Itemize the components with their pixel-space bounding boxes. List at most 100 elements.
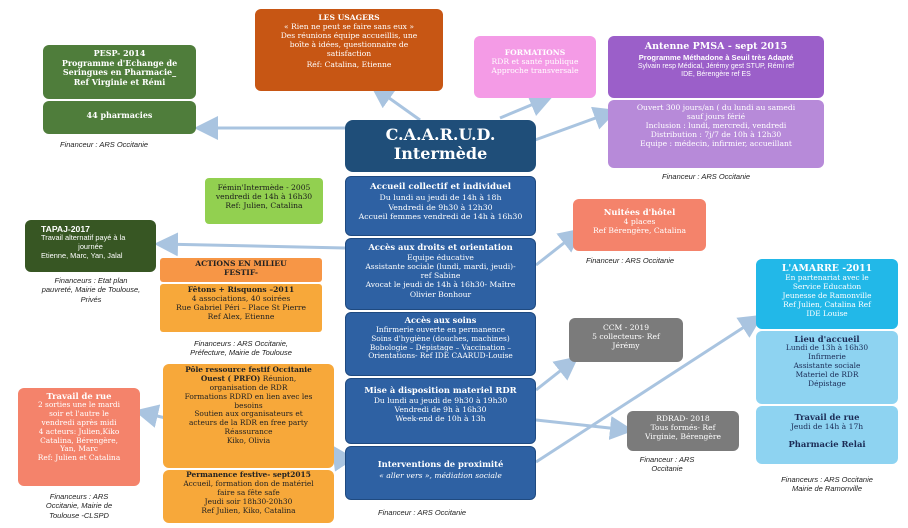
pole-line: Réassurance — [224, 427, 273, 437]
pmsa-detail: Equipe : médecin, infirmier, accueillant — [640, 139, 792, 149]
usagers-line: boîte à idées, questionnaire de — [289, 40, 409, 50]
tapaj-line: journée — [78, 242, 103, 252]
lieu-box: Lieu d'accueil Lundi de 13h à 16h30 Infi… — [756, 331, 898, 404]
nuitees-title: Nuitées d'hôtel — [603, 207, 676, 217]
pole-line: acteurs de la RDR en free party — [189, 418, 308, 428]
accueil-line: Vendredi de 9h30 à 12h30 — [388, 202, 493, 212]
rdrad-financeur-line: Financeur : ARS — [639, 455, 695, 464]
pesp-title-line: PESP- 2014 — [93, 48, 146, 58]
travail-rue-line: 2 sorties une le mardi — [37, 400, 121, 410]
droits-line: Equipe éducative — [407, 253, 474, 263]
caarud-box: C.A.A.R.U.D. Intermède — [345, 120, 536, 172]
travail-rue-line: soir et l'autre le — [49, 408, 109, 418]
femin-line: Ref: Julien, Catalina — [225, 201, 303, 211]
caarud-line1: C.A.A.R.U.D. — [385, 125, 496, 144]
pole-box: Pôle ressource festif Occitanie Ouest ( … — [163, 364, 334, 468]
lieu-line: Infirmerie — [808, 351, 846, 361]
tapaj-line: Travail alternatif payé à la — [41, 233, 126, 243]
amarre-line: En partenariat avec le — [785, 273, 869, 283]
nuitees-box: Nuitées d'hôtel 4 places Ref Bérengère, … — [573, 199, 706, 251]
arrow-to-tapaj — [154, 232, 346, 257]
droits-line: Olivier Bonhour — [409, 289, 472, 299]
accueil-box: Accueil collectif et individuel Du lundi… — [345, 176, 536, 236]
pole-line: besoins — [234, 400, 263, 410]
rue-amarre-line: Jeudi de 14h à 17h — [790, 422, 864, 432]
tapaj-line: Etienne, Marc, Yan, Jalal — [41, 251, 123, 261]
arrow-to-pole — [331, 445, 355, 472]
rdrad-line: RDRAD- 2018 — [656, 414, 710, 423]
soins-line: Orientations- Ref IDE CAARUD-Louise — [368, 351, 513, 361]
soins-box: Accès aux soins Infirmerie ouverte en pe… — [345, 312, 536, 376]
travail-rue-line: 4 acteurs: Julien,Kiko — [38, 426, 120, 436]
pole-line-rest: Réunion, — [262, 373, 297, 383]
pesp-title-box: PESP- 2014 Programme d'Echange de Sering… — [43, 45, 196, 99]
amarre-line: Jeunesse de Ramonville — [782, 291, 872, 301]
arrow-to-nuitees — [535, 228, 583, 267]
rdrad-box: RDRAD- 2018 Tous formés- Ref Virginie, B… — [627, 411, 739, 451]
pesp-title-line: Seringues en Pharmacie_ — [62, 67, 177, 78]
usagers-title: LES USAGERS — [318, 13, 380, 22]
rdrad-line: Tous formés- Ref — [650, 423, 716, 433]
permanence-box: Permanence festive- sept2015 Accueil, fo… — [163, 470, 334, 523]
pole-line: Formations RDRD en lien avec les — [184, 391, 313, 401]
formations-line: RDR et santé publique — [491, 57, 579, 67]
permanence-line: Accueil, formation don de matériel — [183, 478, 314, 488]
lieu-line: Dépistage — [808, 378, 846, 388]
pesp-financeur: Financeur : ARS Occitanie — [60, 140, 149, 149]
arrow-to-rdrad — [535, 416, 634, 440]
nuitees-line: Ref Bérengère, Catalina — [592, 226, 687, 236]
travail-rue-box: Travail de rue 2 sorties une le mardi so… — [18, 388, 140, 486]
formations-title: FORMATIONS — [504, 48, 566, 57]
lieu-line: Assistante sociale — [793, 360, 861, 370]
actions-box: Fêtons + Risquons –2011 4 associations, … — [160, 284, 322, 332]
pesp-count-box: 44 pharmacies — [43, 101, 196, 134]
materiel-line: Du lundi au jeudi de 9h30 à 19h30 — [373, 396, 508, 406]
pesp-ref: Ref Virginie et Rémi — [73, 76, 166, 87]
actions-financeur: Financeurs : ARS Occitanie, Préfecture, … — [160, 339, 322, 358]
proximite-title: Interventions de proximité — [377, 459, 504, 469]
rue-amarre-financeur: Financeurs : ARS Occitanie Mairie de Ram… — [756, 475, 898, 494]
nuitees-financeur: Financeur : ARS Occitanie — [586, 256, 675, 265]
accueil-line: Du lundi au jeudi de 14h à 18h — [379, 193, 502, 203]
ccm-box: CCM - 2019 5 collecteurs- Ref Jérémy — [569, 318, 683, 362]
pmsa-detail: Inclusion : lundi, mercredi, vendredi — [645, 121, 787, 131]
amarre-line: Service Education — [792, 282, 862, 292]
amarre-line: Ref Julien, Catalina Ref — [783, 299, 871, 309]
pole-line: organisation de RDR — [209, 382, 288, 392]
arrow-to-pmsa — [534, 106, 618, 142]
materiel-box: Mise à disposition materiel RDR Du lundi… — [345, 378, 536, 444]
soins-line: Soins d'hygiène (douches, machines) — [371, 333, 510, 343]
tapaj-title: TAPAJ-2017 — [41, 224, 90, 234]
soins-title: Accès aux soins — [404, 315, 477, 325]
actions-line: Fêtons + Risquons –2011 — [187, 285, 295, 294]
permanence-line: Ref Julien, Kiko, Catalina — [201, 505, 296, 515]
materiel-line: Week-end de 10h à 13h — [395, 414, 486, 424]
permanence-title: Permanence festive- sept2015 — [186, 470, 311, 479]
permanence-line: Jeudi soir 18h30-20h30 — [204, 496, 293, 506]
lieu-line: Materiel de RDR — [795, 369, 859, 379]
usagers-ref: Réf: Catalina, Etienne — [306, 59, 392, 69]
travail-rue-financeur-line: Toulouse -CLSPD — [49, 510, 109, 520]
materiel-title: Mise à disposition materiel RDR — [364, 385, 517, 395]
amarre-title: L'AMARRE -2011 — [781, 263, 873, 274]
caarud-line2: Intermède — [393, 144, 488, 164]
pesp-count: 44 pharmacies — [86, 110, 153, 120]
proximite-box: Interventions de proximité « aller vers … — [345, 446, 536, 500]
pmsa-details-box: Ouvert 300 jours/an ( du lundi au samedi… — [608, 100, 824, 168]
actions-title-box: ACTIONS EN MILIEU FESTIF- — [160, 258, 322, 282]
travail-rue-title: Travail de rue — [46, 391, 112, 401]
usagers-quote: « Rien ne peut se faire sans eux » — [284, 22, 414, 32]
tapaj-box: TAPAJ-2017 Travail alternatif payé à la … — [25, 220, 156, 272]
rdrad-financeur: Financeur : ARS Occitanie — [627, 455, 707, 474]
pmsa-line: IDE, Bérengère ref ES — [681, 70, 751, 78]
pmsa-detail: sauf jours férié — [686, 112, 746, 122]
arrow-to-usagers — [370, 84, 421, 122]
amarre-line: IDE Louise — [806, 308, 848, 318]
rue-amarre-financeur-line: Financeurs : ARS Occitanie — [781, 475, 873, 484]
nuitees-line: 4 places — [623, 217, 656, 227]
travail-rue-financeur-line: Financeurs : ARS — [49, 492, 109, 501]
actions-title: ACTIONS EN MILIEU FESTIF- — [195, 259, 287, 278]
travail-rue-line: vendredi après midi — [41, 417, 117, 427]
permanence-line: faire sa fête safe — [217, 487, 280, 497]
rdrad-financeur-line: Occitanie — [651, 464, 683, 474]
